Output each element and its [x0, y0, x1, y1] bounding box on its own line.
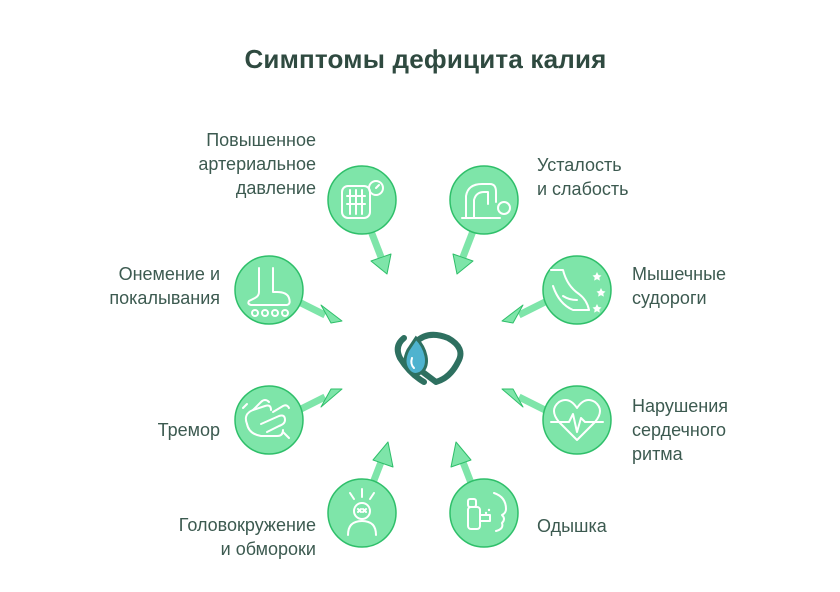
label-tremor: Тремор	[158, 418, 220, 442]
circle-arrhythmia	[542, 385, 612, 455]
label-numbness: Онемение и покалывания	[109, 262, 220, 310]
label-cramps: Мышечные судороги	[632, 262, 726, 310]
leg-cramp-icon	[550, 269, 606, 313]
arrow-dyspnea	[450, 441, 477, 490]
heart-rhythm-icon	[550, 399, 604, 441]
label-dizziness: Головокружение и обмороки	[179, 513, 316, 561]
shaking-hands-icon	[242, 399, 290, 439]
label-fatigue: Усталость и слабость	[537, 153, 629, 201]
arrow-arrhythmia	[501, 388, 549, 415]
circle-dyspnea	[449, 478, 519, 548]
label-line: Головокружение	[178, 515, 316, 535]
circle-dizziness	[327, 478, 397, 548]
arrow-blood-pressure	[365, 224, 392, 275]
label-line: сердечного	[632, 420, 727, 440]
label-dyspnea: Одышка	[537, 514, 607, 538]
label-line: покалывания	[109, 288, 220, 308]
label-line: Тремор	[157, 420, 220, 440]
label-line: Одышка	[537, 516, 607, 536]
foot-tingling-icon	[247, 267, 291, 317]
label-line: ритма	[632, 444, 683, 464]
label-line: и слабость	[537, 179, 629, 199]
label-line: и обмороки	[220, 539, 316, 559]
arrow-cramps	[501, 297, 549, 324]
label-line: давление	[235, 178, 316, 198]
arrow-fatigue	[452, 224, 479, 275]
dizzy-person-icon	[347, 488, 377, 536]
blood-pressure-gauge-icon	[341, 180, 384, 219]
circle-cramps	[542, 255, 612, 325]
label-line: Онемение и	[118, 264, 220, 284]
page-title: Симптомы дефицита калия	[244, 44, 607, 74]
label-line: судороги	[632, 288, 707, 308]
circle-fatigue	[449, 165, 519, 235]
label-blood-pressure: Повышенное артериальное давление	[198, 128, 316, 200]
label-line: Мышечные	[632, 264, 727, 284]
arrow-tremor	[295, 388, 343, 415]
tired-person-icon	[461, 183, 511, 219]
label-line: Повышенное	[206, 130, 316, 150]
potassium-heart-drop-icon	[394, 331, 464, 385]
circle-numbness	[234, 255, 304, 325]
label-line: Усталость	[537, 155, 622, 175]
inhaler-icon	[467, 492, 507, 532]
label-line: Нарушения	[632, 396, 729, 416]
label-arrhythmia: Нарушения сердечного ритма	[632, 394, 728, 466]
label-line: артериальное	[198, 154, 316, 174]
arrow-numbness	[295, 297, 343, 324]
